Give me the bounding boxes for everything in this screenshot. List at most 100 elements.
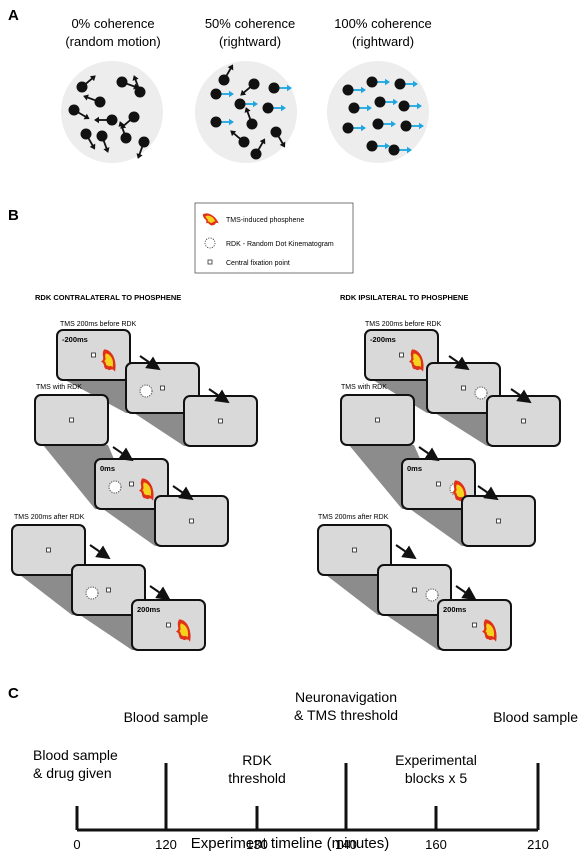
- right-column-title: RDK IPSILATERAL TO PHOSPHENE: [340, 293, 468, 302]
- moving-dot: [268, 82, 292, 94]
- fixation-point: [46, 547, 51, 553]
- monitor-screen: [154, 495, 229, 547]
- coherence-panel-0: 0% coherence (random motion): [61, 16, 163, 163]
- monitor-screen: -200ms: [56, 329, 131, 381]
- coherence-panel-2: 100% coherence (rightward): [327, 16, 432, 163]
- dot: [138, 136, 150, 148]
- sequence-arrow: [208, 388, 230, 404]
- moving-dot: [348, 102, 372, 114]
- dot: [342, 84, 354, 96]
- row-label: TMS 200ms after RDK: [14, 514, 85, 521]
- row-label: TMS 200ms before RDK: [60, 321, 137, 328]
- moving-dot: [394, 78, 418, 90]
- timing-label: 0ms: [407, 464, 422, 473]
- coherence-title-1: 50% coherence: [205, 16, 295, 31]
- sequence-arrow: [149, 585, 171, 601]
- fixation-point: [412, 587, 417, 593]
- motion-arrowhead: [230, 130, 237, 137]
- dot: [398, 100, 410, 112]
- moving-dot: [132, 75, 146, 98]
- sequence-arrow: [455, 585, 477, 601]
- motion-arrowhead: [89, 143, 96, 150]
- moving-dot: [218, 64, 234, 86]
- fixation-point: [106, 587, 111, 593]
- sequence-arrow: [448, 355, 470, 371]
- fixation-point: [496, 518, 501, 524]
- motion-arrowhead: [385, 142, 390, 150]
- moving-dot: [374, 96, 398, 108]
- dot: [366, 140, 378, 152]
- moving-dot: [76, 75, 96, 93]
- event-label: Blood sample: [33, 747, 118, 763]
- panel-c-letter: C: [8, 685, 19, 702]
- coherence-title-0: 0% coherence: [71, 16, 154, 31]
- moving-dot: [230, 130, 250, 148]
- fixation-point: [461, 385, 466, 391]
- dot: [68, 104, 80, 116]
- event-label: Blood sample: [493, 709, 578, 725]
- dot: [250, 148, 262, 160]
- dot: [262, 102, 274, 114]
- fixation-point: [399, 352, 404, 358]
- moving-dot: [234, 98, 258, 110]
- moving-dot: [262, 102, 286, 114]
- motion-arrowhead: [240, 89, 247, 96]
- moving-dot: [118, 121, 132, 144]
- moving-dot: [83, 94, 106, 108]
- motion-arrowhead: [279, 141, 286, 148]
- coherence-subtitle-0: (random motion): [65, 34, 160, 49]
- dot: [116, 76, 128, 88]
- tick-label: 130: [246, 837, 268, 852]
- moving-dot: [68, 104, 90, 120]
- motion-arrowhead: [393, 98, 398, 106]
- dot: [238, 136, 250, 148]
- tick-label: 210: [527, 837, 549, 852]
- row-label: TMS with RDK: [36, 384, 82, 391]
- motion-arrowhead: [229, 118, 234, 126]
- monitor-screen: [486, 395, 561, 447]
- motion-arrowhead: [391, 120, 396, 128]
- dot: [248, 78, 260, 90]
- moving-dot: [400, 120, 424, 132]
- fixation-point: [189, 518, 194, 524]
- monitor-screen: 200ms: [131, 599, 206, 651]
- dot: [128, 111, 140, 123]
- motion-arrowhead: [94, 116, 99, 124]
- moving-dot: [270, 126, 286, 148]
- motion-arrowhead: [83, 94, 89, 101]
- coherence-title-2: 100% coherence: [334, 16, 432, 31]
- timing-label: 0ms: [100, 464, 115, 473]
- dot: [400, 120, 412, 132]
- legend-phosphene-label: TMS-induced phosphene: [226, 217, 304, 224]
- sequence-arrow: [395, 544, 417, 560]
- moving-dot: [244, 107, 258, 130]
- motion-arrowhead: [259, 138, 266, 145]
- fixation-point: [69, 417, 74, 423]
- timing-label: 200ms: [137, 605, 160, 614]
- rdk-stimulus: [474, 386, 488, 400]
- timing-label: 200ms: [443, 605, 466, 614]
- moving-dot: [120, 111, 140, 129]
- motion-arrowhead: [103, 147, 110, 153]
- timeline-axis-label: Experiment timeline (minutes): [191, 835, 389, 852]
- dot: [96, 130, 108, 142]
- dot: [246, 118, 258, 130]
- tick-label: 120: [155, 837, 177, 852]
- moving-dot: [388, 144, 412, 156]
- panel-b-letter: B: [8, 207, 19, 224]
- motion-arrowhead: [229, 90, 234, 98]
- sequence-arrow: [510, 388, 532, 404]
- motion-arrowhead: [89, 75, 96, 82]
- moving-dot: [342, 122, 366, 134]
- motion-arrowhead: [83, 113, 90, 120]
- fixation-point: [218, 418, 223, 424]
- motion-arrowhead: [419, 122, 424, 130]
- motion-arrowhead: [287, 84, 292, 92]
- left-column-title: RDK CONTRALATERAL TO PHOSPHENE: [35, 293, 181, 302]
- sequence-arrow: [89, 544, 111, 560]
- dot: [268, 82, 280, 94]
- motion-arrowhead: [132, 75, 139, 81]
- timing-label: -200ms: [62, 335, 88, 344]
